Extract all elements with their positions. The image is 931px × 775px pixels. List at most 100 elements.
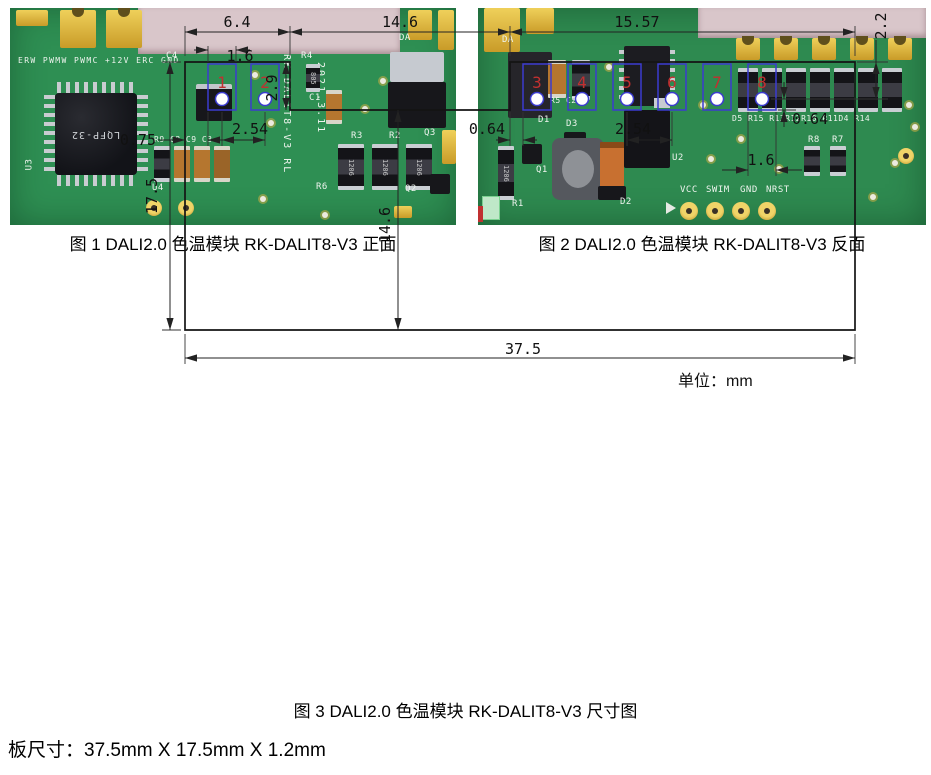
resistor-r1: 1206 — [498, 146, 514, 200]
via — [912, 124, 918, 130]
dim-pad-width-left: 1.6 — [226, 47, 253, 65]
dim-pitch-left: 2.54 — [232, 120, 268, 138]
pad-number: 2 — [260, 73, 270, 92]
via — [606, 64, 612, 70]
diode-d2 — [598, 186, 626, 200]
part-marking: 805 — [309, 71, 317, 85]
pads-group: 1 2 3 4 5 6 7 8 — [207, 63, 777, 111]
gold-pad — [774, 36, 798, 60]
gold-hole-pad — [758, 202, 776, 220]
silkscreen-label: DA — [399, 33, 411, 43]
resistor — [830, 146, 846, 176]
resistor — [810, 68, 830, 112]
capacitor — [326, 90, 342, 124]
resistor — [882, 68, 902, 112]
chip-pins — [57, 82, 135, 93]
silkscreen-label: C1 — [309, 93, 321, 103]
pcb-front-photo: DA ERW PWMW PWMC +12V ERC GND LQFP-32 U3… — [10, 8, 456, 225]
silkscreen-label: NRST — [766, 185, 790, 195]
resistor: 1206 — [406, 144, 432, 190]
gold-hole-pad — [732, 202, 750, 220]
gold-hole-pad — [178, 200, 194, 216]
transistor — [430, 174, 450, 194]
solder-joint — [654, 98, 670, 108]
dimension-figure: 1 2 3 4 5 6 7 8 — [120, 12, 890, 390]
capacitor — [194, 146, 210, 182]
chip-body: LQFP-32 — [55, 93, 137, 175]
silkscreen-date-text: 2021.3.11 — [315, 62, 326, 135]
gold-hole-pad — [898, 148, 914, 164]
part-marking: 1206 — [347, 158, 355, 176]
via — [362, 106, 368, 112]
gold-pad — [812, 36, 836, 60]
silkscreen-label: C4 — [166, 51, 178, 61]
silkscreen-label: R8 — [808, 135, 820, 145]
silkscreen-label: R1 — [512, 199, 524, 209]
pad-number: 4 — [577, 73, 587, 92]
pad-number: 5 — [622, 73, 632, 92]
resistor: 1206 — [338, 144, 364, 190]
silkscreen-label: D1 — [538, 115, 550, 125]
gold-pad — [106, 8, 142, 48]
via — [268, 120, 274, 126]
capacitor — [214, 146, 230, 182]
via — [906, 102, 912, 108]
board-outline — [184, 61, 856, 331]
tantalum-capacitor — [600, 142, 624, 190]
silkscreen-resistor-row-labels: D5 R15 R13R12R10 R11D4 R14 — [732, 114, 871, 123]
gold-hole-pad — [680, 202, 698, 220]
dim-top-left: 6.4 — [223, 13, 250, 31]
via — [252, 72, 258, 78]
pad-number: 8 — [757, 73, 767, 92]
pad-number: 1 — [217, 73, 227, 92]
chip-pins — [137, 95, 148, 173]
silkscreen-pin-labels: ERW PWMW PWMC +12V ERC GND — [18, 56, 180, 65]
pad-number: 6 — [667, 73, 677, 92]
dim-top-right: 15.57 — [614, 13, 659, 31]
dim-pad-width-right: 1.6 — [747, 151, 774, 169]
silkscreen-label: R5 C2 — [550, 96, 577, 105]
via — [380, 78, 386, 84]
gold-pad — [60, 8, 96, 48]
silkscreen-label: R7 — [832, 135, 844, 145]
dim-top-mid: 14.6 — [382, 13, 418, 31]
via — [738, 136, 744, 142]
ic-d1 — [508, 52, 552, 118]
via — [892, 160, 898, 166]
via — [260, 196, 266, 202]
resistor — [804, 146, 820, 176]
via — [870, 194, 876, 200]
silkscreen-label: VCC — [680, 185, 698, 195]
dim-hole-offset: 0.64 — [792, 110, 828, 128]
gold-pad — [736, 36, 760, 60]
resistor — [154, 146, 170, 182]
silkscreen-label: U2 — [672, 153, 684, 163]
silkscreen-label: DA — [502, 35, 514, 45]
silkscreen-label: Q1 — [536, 165, 548, 175]
red-mark — [478, 206, 483, 222]
gold-pad — [16, 10, 48, 26]
dim-gap-right-section: 0.64 — [469, 120, 505, 138]
qfp-chip: LQFP-32 — [44, 82, 148, 186]
figure1-caption: 图 1 DALI2.0 色温模块 RK-DALIT8-V3 正面 — [69, 235, 397, 254]
pin1-triangle-marker — [666, 202, 676, 214]
silkscreen-label: U4 — [152, 183, 164, 193]
board-size-note: 板尺寸：37.5mm X 17.5mm X 1.2mm — [8, 740, 326, 761]
dim-edge-to-pad: 0.75 — [120, 131, 156, 149]
part-marking: 1206 — [381, 158, 389, 176]
dim-width-total: 37.5 — [505, 340, 541, 358]
gold-pad — [442, 130, 456, 164]
silkscreen-model-text: RK-DALIT8-V3 RL — [281, 54, 292, 175]
dim-step-depth: 2.9 — [263, 74, 281, 101]
chip-pins — [44, 95, 55, 173]
gold-hole-pad — [146, 200, 162, 216]
dimension-lines — [158, 28, 880, 362]
dim-depth-mid: 14.6 — [376, 207, 394, 243]
part-marking: 1206 — [502, 164, 510, 182]
silkscreen-label: GND — [740, 185, 758, 195]
pad-number: 7 — [712, 73, 722, 92]
capacitor — [174, 146, 190, 182]
inductor — [552, 138, 604, 200]
gold-pad — [850, 36, 874, 60]
silkscreen-label: SWIM — [706, 185, 730, 195]
